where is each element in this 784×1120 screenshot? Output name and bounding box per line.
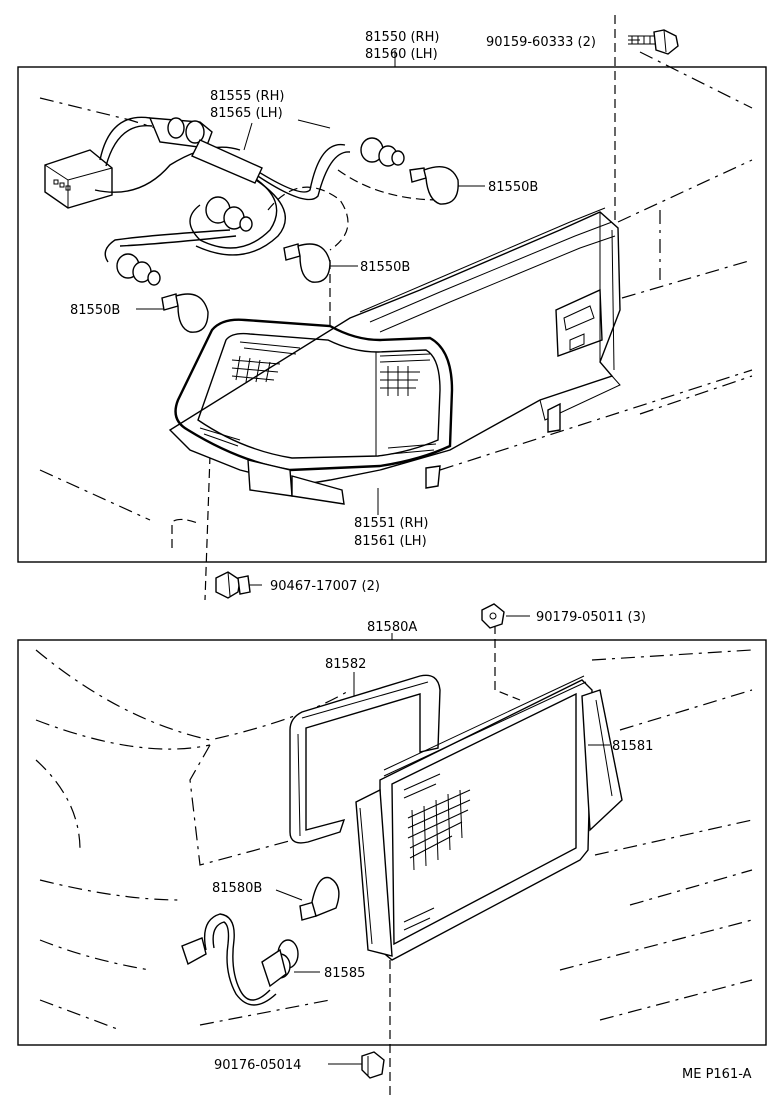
label-assembly-rh: 81550 (RH) (365, 30, 439, 45)
label-assembly-lh: 81560 (LH) (365, 47, 438, 62)
label-socket-81585: 81585 (324, 966, 365, 981)
label-socket-lh: 81565 (LH) (210, 106, 283, 121)
label-grommet: 90176-05014 (214, 1058, 301, 1073)
label-bulb-left: 81550B (70, 303, 120, 318)
bulb-icon-81550b-right (409, 166, 459, 205)
bulb-icon-81550b-left (161, 293, 209, 333)
bulb-icon-81550b-middle (283, 243, 331, 283)
upper-panel: 81550 (RH) 81560 (LH) 90159-60333 (2) 81… (17, 15, 767, 601)
label-bulb-right: 81550B (488, 180, 538, 195)
label-screw: 90159-60333 (2) (486, 35, 596, 50)
socket-left (116, 253, 161, 286)
label-gasket: 81582 (325, 657, 366, 672)
wiring-harness (94, 116, 351, 263)
socket-middle (205, 196, 253, 232)
label-lens-rh: 81551 (RH) (354, 516, 428, 531)
lower-body-contours (35, 649, 753, 1031)
nut-icon (481, 603, 505, 629)
label-assembly-81580a: 81580A (367, 620, 417, 635)
bulb-icon-81580b (299, 876, 340, 921)
upper-panel-frame (17, 66, 767, 563)
diagram-code: ME P161-A (682, 1067, 752, 1082)
socket-81585 (181, 913, 299, 1006)
housing-emblem (555, 288, 603, 357)
clip-icon (215, 571, 251, 599)
lens-grid-right (199, 353, 437, 455)
label-lens-lh: 81561 (LH) (354, 534, 427, 549)
lens-81581 (355, 675, 623, 961)
lower-panel: 81580A 90179-05011 (3) 81582 81581 81580… (17, 603, 767, 1100)
label-clip: 90467-17007 (2) (270, 579, 380, 594)
label-nut: 90179-05011 (3) (536, 610, 646, 625)
label-lens-81581: 81581 (612, 739, 653, 754)
connector-plug (44, 149, 113, 209)
socket-right (360, 137, 405, 167)
label-bulb-81580b: 81580B (212, 881, 262, 896)
screw-icon (628, 29, 679, 55)
grommet-icon (361, 1051, 385, 1079)
lens-grid-left (231, 341, 301, 383)
gasket-81582 (289, 674, 441, 844)
lens-mesh (407, 789, 471, 871)
socket-81555 (148, 117, 263, 184)
label-bulb-middle: 81550B (360, 260, 410, 275)
lamp-housing (168, 207, 621, 505)
label-socket-rh: 81555 (RH) (210, 89, 284, 104)
